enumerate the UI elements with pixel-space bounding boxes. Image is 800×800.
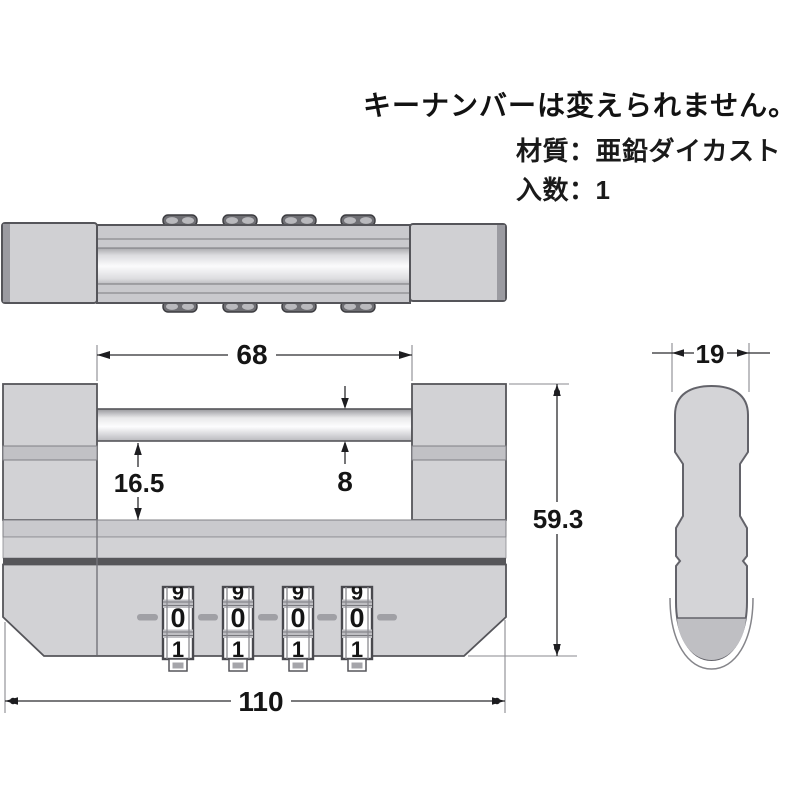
dial-digit-bottom: 1: [292, 637, 304, 662]
dial-digit-middle: 0: [230, 603, 245, 633]
side-view-outer-rim: [669, 597, 754, 670]
quantity-spec: 入数：1: [516, 175, 611, 205]
top-view-left-end-block: [1, 222, 98, 304]
side-view: [669, 384, 754, 670]
dial-digit-bottom: 1: [351, 637, 363, 662]
top-view-right-end-block: [409, 223, 507, 302]
front-band-upper: [2, 519, 507, 538]
dimension-8: 8: [337, 386, 353, 497]
dim-label-8: 8: [337, 466, 353, 497]
dial-axle-dashes: [137, 614, 397, 621]
shackle-bar: [96, 408, 413, 442]
combination-dial-3: 9 0 1: [281, 585, 315, 672]
front-dark-stripe: [3, 558, 506, 565]
dim-label-59-3: 59.3: [533, 504, 584, 534]
dial-digit-bottom: 1: [172, 637, 184, 662]
front-band-lower: [2, 536, 507, 559]
front-right-column: [411, 383, 507, 521]
headline-note: キーナンバーは変えられません。: [363, 90, 798, 121]
dimension-68: 68: [96, 339, 413, 381]
dial-digit-middle: 0: [290, 603, 305, 633]
front-view: 9 0 1 9: [2, 383, 507, 672]
dimension-19: 19: [652, 339, 770, 392]
dimension-16-5: 16.5: [111, 443, 167, 520]
dim-label-19: 19: [696, 339, 725, 369]
dial-knurl-bumps-top: [162, 214, 376, 227]
combination-dial-4: 9 0 1: [340, 585, 374, 672]
dim-label-110: 110: [238, 686, 283, 717]
combination-dial-1: 9 0 1: [161, 585, 195, 672]
front-lower-body: [2, 563, 507, 657]
top-view: [1, 214, 507, 313]
dial-digit-bottom: 1: [232, 637, 244, 662]
material-spec: 材質：亜鉛ダイカスト: [516, 136, 782, 166]
dimension-110: 110: [4, 620, 506, 717]
front-left-column: [2, 383, 98, 521]
side-view-profile: [674, 384, 749, 662]
dim-label-68: 68: [236, 339, 267, 370]
dimension-59-3: 59.3: [468, 383, 588, 657]
combination-dial-2: 9 0 1: [221, 585, 255, 672]
dial-digit-middle: 0: [349, 603, 364, 633]
top-view-shackle-channel: [96, 247, 411, 285]
side-view-bottom-cap: [677, 618, 746, 660]
dial-digit-middle: 0: [170, 603, 185, 633]
dim-label-16-5: 16.5: [114, 468, 165, 498]
